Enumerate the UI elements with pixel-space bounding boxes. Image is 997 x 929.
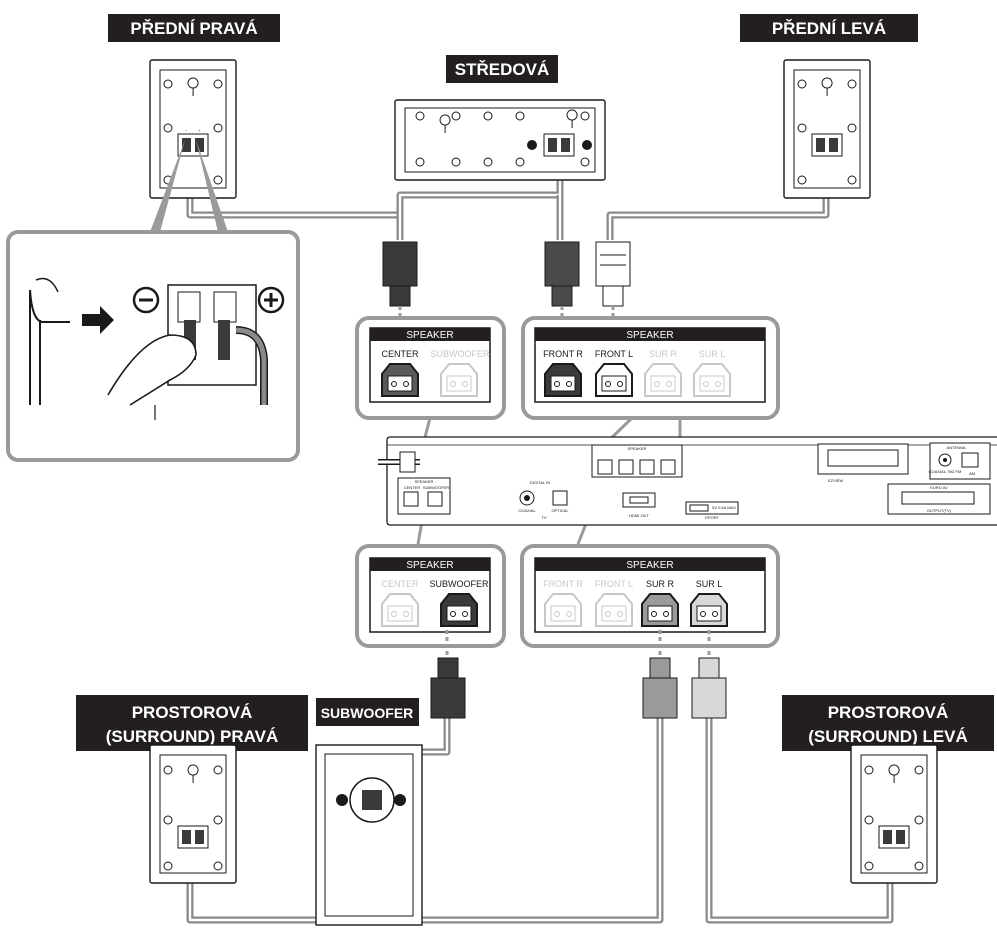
plus-sign: + [198,128,201,133]
svg-text:DPORT: DPORT [705,515,719,520]
svg-text:5V 0.5A MAX: 5V 0.5A MAX [712,505,736,510]
svg-text:TV: TV [541,515,546,520]
plugs-bottom [430,630,727,719]
label-surround-right: PROSTOROVÁ (SURROUND) PRAVÁ [76,695,308,751]
terminal-label-front-r: FRONT R [543,349,583,359]
plug-sur-r [642,657,678,719]
svg-text:PROSTOROVÁ: PROSTOROVÁ [132,703,253,722]
terminal-socket-front-r [544,363,582,397]
terminal-label-subwoofer: SUBWOOFER [429,579,489,589]
terminal-socket-sur-l [693,363,731,397]
svg-text:SUBWOOFER: SUBWOOFER [423,485,449,490]
svg-text:PŘEDNÍ PRAVÁ: PŘEDNÍ PRAVÁ [130,19,257,38]
minus-icon [336,794,348,806]
panel-header: SPEAKER [626,560,673,571]
terminal-socket-subwoofer [440,593,478,627]
svg-text:ANTENNA: ANTENNA [946,445,965,450]
speaker-front-left [783,59,871,199]
terminal-label-sur-l: SUR L [699,349,726,359]
terminal-socket-sur-l [690,593,728,627]
wire-connection-detail [6,140,300,462]
speaker-surround-right [149,744,237,884]
svg-text:(SURROUND) PRAVÁ: (SURROUND) PRAVÁ [106,727,279,746]
svg-text:STŘEDOVÁ: STŘEDOVÁ [455,60,549,79]
terminal-socket-front-r [544,593,582,627]
label-front-right: PŘEDNÍ PRAVÁ [108,14,280,42]
svg-text:PROSTOROVÁ: PROSTOROVÁ [828,703,949,722]
plug-subwoofer [430,657,466,719]
svg-text:OPTICAL: OPTICAL [551,508,569,513]
speaker-subwoofer [315,744,423,926]
plug-front-l [595,241,631,307]
terminal-label-center: CENTER [381,579,419,589]
terminal-sockets [381,363,731,627]
terminal-socket-center [381,363,419,397]
svg-text:SPEAKER: SPEAKER [628,446,647,451]
svg-text:(SURROUND) LEVÁ: (SURROUND) LEVÁ [808,727,968,746]
terminal-label-sur-l: SUR L [696,579,723,589]
svg-text:COAXIAL: COAXIAL [518,508,536,513]
label-center: STŘEDOVÁ [446,55,558,83]
speaker-front-right: − + [149,59,237,199]
terminal-socket-sur-r [641,593,679,627]
plus-circle-icon [257,286,285,314]
speaker-center [394,99,606,181]
twist-arrow-icon [35,277,59,293]
plus-icon [394,794,406,806]
label-front-left: PŘEDNÍ LEVÁ [740,14,918,42]
terminal-label-subwoofer: SUBWOOFER [430,349,490,359]
label-subwoofer: SUBWOOFER [316,698,419,726]
svg-text:OUTPUT(TV): OUTPUT(TV) [927,508,952,513]
terminal-socket-sur-r [644,363,682,397]
svg-text:EURO AV: EURO AV [930,485,948,490]
svg-text:HDMI OUT: HDMI OUT [629,513,649,518]
terminal-label-front-l: FRONT L [595,349,633,359]
svg-text:COAXIAL 75Ω FM: COAXIAL 75Ω FM [929,469,962,474]
terminal-socket-subwoofer [440,363,478,397]
plug-front-r [544,241,580,307]
minus-circle-icon [132,286,160,314]
terminal-label-sur-r: SUR R [649,349,678,359]
label-surround-left: PROSTOROVÁ (SURROUND) LEVÁ [782,695,994,751]
speaker-surround-left [850,744,938,884]
arrow-right-icon [82,306,114,334]
svg-text:DIGITAL IN: DIGITAL IN [530,480,550,485]
minus-icon [527,140,537,150]
plus-icon [582,140,592,150]
terminal-label-front-l: FRONT L [595,579,633,589]
svg-text:AM: AM [969,471,975,476]
svg-text:PŘEDNÍ LEVÁ: PŘEDNÍ LEVÁ [772,19,886,38]
panel-header: SPEAKER [406,330,453,341]
minus-sign: − [185,128,188,133]
plugs-top [382,241,631,352]
panel-speaker-bottom-left: SPEAKER CENTER SUBWOOFER [355,544,506,648]
svg-text:SUBWOOFER: SUBWOOFER [321,705,414,721]
panel-header: SPEAKER [626,330,673,341]
plug-center [382,241,418,307]
terminal-socket-center [381,593,419,627]
svg-text:SPEAKER: SPEAKER [415,479,434,484]
finger-illustration [107,334,197,406]
main-unit-back-panel: SPEAKER CENTER SUBWOOFER DIGITAL IN COAX… [378,436,997,526]
svg-text:EZVIEW: EZVIEW [828,478,844,483]
terminal-socket-front-l [595,363,633,397]
plug-sur-l [691,657,727,719]
terminal-label-center: CENTER [381,349,419,359]
panel-speaker-top-left: SPEAKER CENTER SUBWOOFER [355,316,506,420]
terminal-label-sur-r: SUR R [646,579,675,589]
terminal-socket-front-l [595,593,633,627]
terminal-label-front-r: FRONT R [543,579,583,589]
panel-header: SPEAKER [406,560,453,571]
svg-text:CENTER: CENTER [404,485,421,490]
